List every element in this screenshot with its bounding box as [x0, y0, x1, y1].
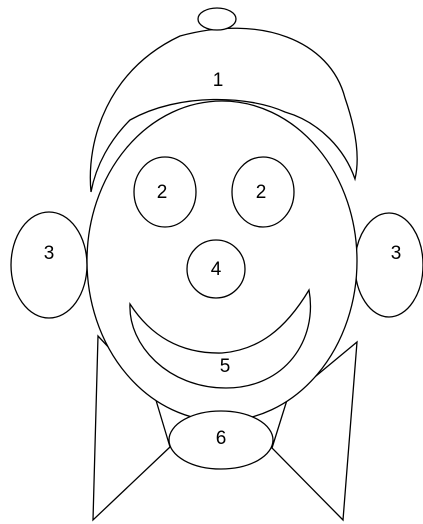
- label-nose: 4: [211, 259, 222, 280]
- label-left-eye: 2: [157, 182, 168, 203]
- label-right-eye: 2: [256, 182, 267, 203]
- label-bow-tie-knot: 6: [216, 428, 227, 449]
- label-left-ear: 3: [44, 243, 55, 264]
- label-hat: 1: [213, 70, 224, 91]
- label-mouth: 5: [220, 356, 231, 377]
- left-ear: [11, 212, 87, 318]
- right-ear: [355, 213, 423, 317]
- label-right-ear: 3: [391, 243, 402, 264]
- hat-pompom: [198, 8, 236, 30]
